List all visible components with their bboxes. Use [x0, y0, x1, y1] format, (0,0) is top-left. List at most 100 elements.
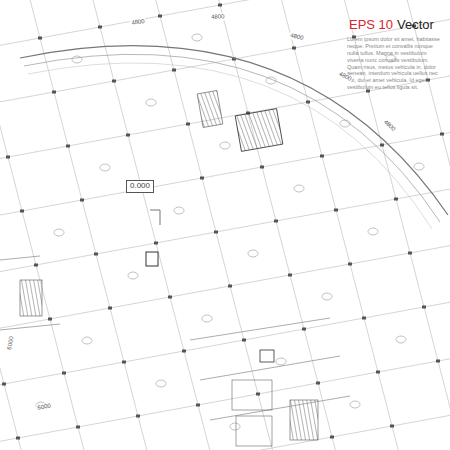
fixture-circle	[202, 315, 212, 322]
shaft	[146, 252, 158, 266]
grid-line	[0, 360, 450, 450]
column	[380, 144, 384, 147]
column	[302, 328, 306, 331]
columns	[2, 4, 444, 440]
column	[158, 15, 162, 18]
column	[196, 404, 200, 407]
shaft	[260, 350, 274, 362]
column	[48, 318, 52, 321]
format-tag: Vector	[397, 18, 434, 32]
column	[34, 264, 38, 267]
column	[426, 79, 430, 82]
fixture-circle	[230, 423, 240, 430]
fixture-circle	[294, 185, 304, 192]
column	[66, 145, 70, 148]
column	[80, 199, 84, 202]
column	[408, 252, 412, 255]
column	[172, 69, 176, 72]
note-text: Lorem ipsum dolor sit amet, habitasse ne…	[347, 36, 442, 91]
column	[94, 253, 98, 256]
fixture-circle	[276, 358, 286, 365]
fixture-circle	[322, 293, 332, 300]
column	[376, 371, 380, 374]
grid-line	[26, 0, 166, 450]
fixture-circle	[220, 142, 230, 149]
stair	[290, 400, 318, 440]
fixture-circle	[414, 163, 424, 170]
fixture-circle	[368, 228, 378, 235]
grid-line	[0, 0, 106, 450]
fixture-circle	[350, 401, 360, 408]
column	[38, 37, 42, 40]
stair	[197, 91, 223, 128]
column	[436, 360, 440, 363]
column	[334, 209, 338, 212]
column	[186, 123, 190, 126]
column	[348, 263, 352, 266]
column	[242, 339, 246, 342]
dimension-label: 4800	[289, 32, 305, 42]
column	[112, 80, 116, 83]
column	[154, 242, 158, 245]
dimension-label: 4800	[382, 118, 398, 133]
column	[16, 437, 20, 440]
dimension-label: 6000	[36, 402, 52, 411]
grid-line	[0, 90, 450, 233]
grid-line	[0, 252, 450, 395]
grid-line	[86, 0, 226, 450]
column	[136, 415, 140, 418]
column	[330, 436, 334, 439]
stair	[235, 109, 283, 152]
dimension-label: 0.000	[126, 180, 154, 193]
grid-line	[0, 0, 450, 125]
column	[2, 383, 6, 386]
column	[394, 198, 398, 201]
format-tag: EPS 10	[349, 18, 393, 32]
room	[232, 380, 272, 410]
room	[236, 416, 272, 446]
column	[362, 317, 366, 320]
fixture-circle	[54, 229, 64, 236]
dimension-label: 6000	[6, 335, 15, 351]
column	[390, 425, 394, 428]
column	[200, 177, 204, 180]
column	[292, 47, 296, 50]
column	[122, 361, 126, 364]
fixture-circle	[156, 380, 166, 387]
column	[306, 101, 310, 104]
stair	[20, 280, 42, 316]
column	[52, 91, 56, 94]
column	[108, 307, 112, 310]
column	[20, 210, 24, 213]
column	[6, 156, 10, 159]
dimension-label: 4800	[130, 18, 146, 27]
dimension-label: 4800	[210, 13, 226, 20]
fixture-circle	[174, 207, 184, 214]
fixture-circle	[396, 336, 406, 343]
column	[440, 133, 444, 136]
grid-line	[0, 414, 450, 450]
grid-line	[446, 0, 450, 447]
column	[182, 350, 186, 353]
column	[62, 372, 66, 375]
grid-line	[0, 198, 450, 341]
column	[422, 306, 426, 309]
column	[126, 134, 130, 137]
column	[76, 426, 80, 429]
fixture-circle	[192, 34, 202, 41]
column	[228, 285, 232, 288]
grid-line	[206, 0, 346, 450]
fixture-circle	[100, 164, 110, 171]
fixture-circle	[340, 120, 350, 127]
column	[320, 155, 324, 158]
fixture-circle	[128, 272, 138, 279]
column	[288, 274, 292, 277]
column	[214, 231, 218, 234]
fixtures	[36, 34, 424, 430]
fixture-circle	[146, 99, 156, 106]
grid-line	[326, 0, 450, 450]
column	[316, 382, 320, 385]
column	[260, 166, 264, 169]
